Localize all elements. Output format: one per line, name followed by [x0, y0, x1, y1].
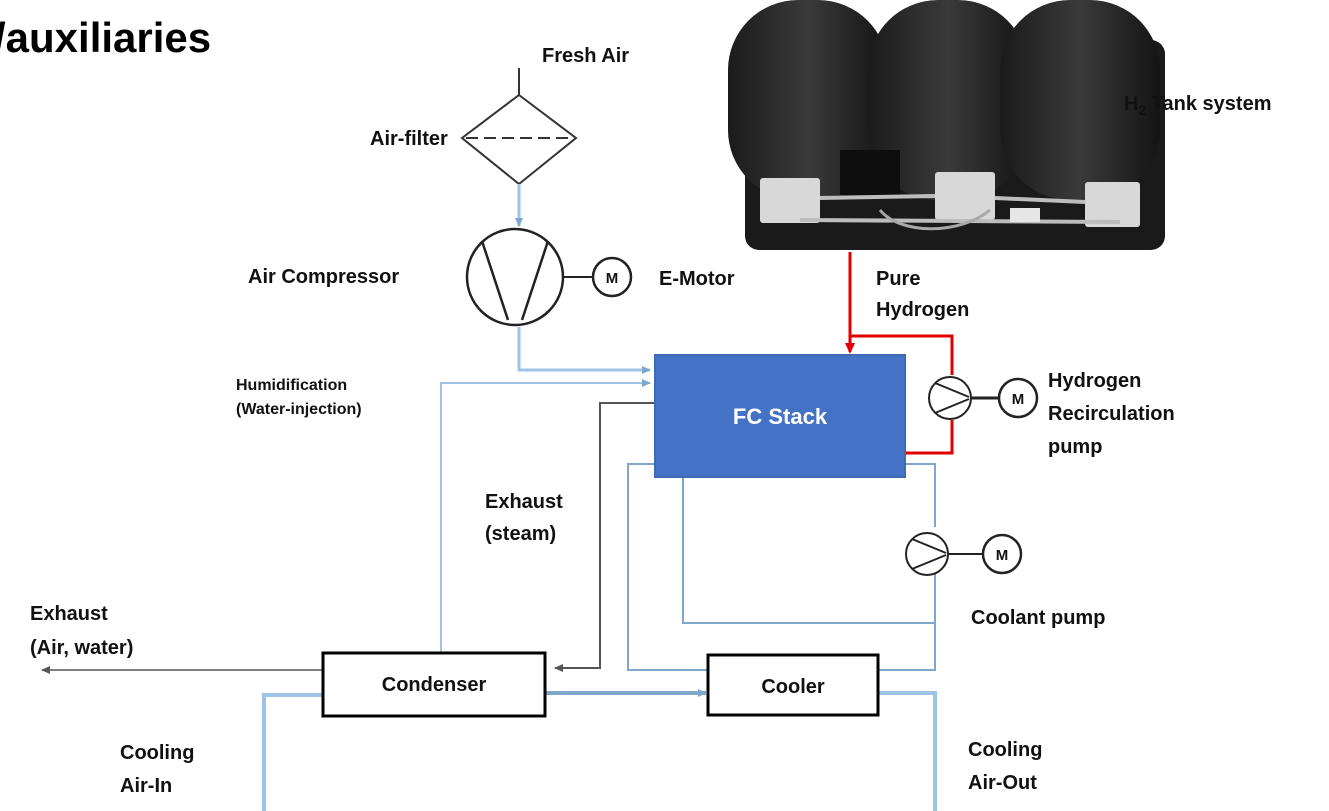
cooler-label: Cooler: [761, 676, 825, 698]
air-filter-symbol: [462, 95, 576, 184]
condenser-label: Condenser: [382, 674, 487, 696]
exhaust-steam-line: [555, 403, 655, 668]
air-compressor-label: Air Compressor: [248, 266, 399, 288]
exhaust-air-label-1: Exhaust: [30, 603, 108, 625]
coolant-pump-symbol: [906, 533, 948, 575]
cooling-air-out-label-2: Air-Out: [968, 772, 1037, 794]
air-filter-label: Air-filter: [370, 128, 448, 150]
water-injection-label: (Water-injection): [236, 401, 362, 418]
cooling-air-in-label-1: Cooling: [120, 742, 194, 764]
h2-tank-system-image: [728, 0, 1165, 250]
fc-stack-label: FC Stack: [733, 404, 828, 429]
humidification-label: Humidification: [236, 377, 347, 394]
cooling-air-in-label-2: Air-In: [120, 775, 172, 797]
e-motor-symbol-label: M: [606, 270, 619, 287]
exhaust-air-label-2: (Air, water): [30, 637, 133, 659]
fresh-air-label: Fresh Air: [542, 45, 629, 67]
hydrogen-recirc-outlet-line: [905, 420, 952, 453]
svg-text:M: M: [1012, 391, 1025, 408]
cooling-air-in-line: [264, 695, 323, 811]
air-compressor-symbol: [467, 229, 563, 325]
coolant-loop: [628, 464, 935, 670]
exhaust-steam-label-2: (steam): [485, 523, 556, 545]
svg-text:M: M: [996, 547, 1009, 564]
hydrogen-label: Hydrogen: [876, 299, 969, 321]
coolant-pump-label: Coolant pump: [971, 607, 1105, 629]
hydrogen-recirculation-pump-symbol: [929, 377, 971, 419]
compressed-air-line: [519, 327, 650, 370]
hydrogen-recirc-label-3: pump: [1048, 436, 1102, 458]
h2-tank-system-label: H2 Tank system: [1124, 93, 1272, 118]
cooling-air-out-line: [878, 693, 935, 811]
cooling-air-out-label-1: Cooling: [968, 739, 1042, 761]
page-title: /auxiliaries: [0, 14, 211, 61]
pure-label: Pure: [876, 268, 920, 290]
hydrogen-recirc-label-2: Recirculation: [1048, 403, 1175, 425]
exhaust-steam-label-1: Exhaust: [485, 491, 563, 513]
hydrogen-recirc-label-1: Hydrogen: [1048, 370, 1141, 392]
e-motor-label: E-Motor: [659, 268, 735, 290]
